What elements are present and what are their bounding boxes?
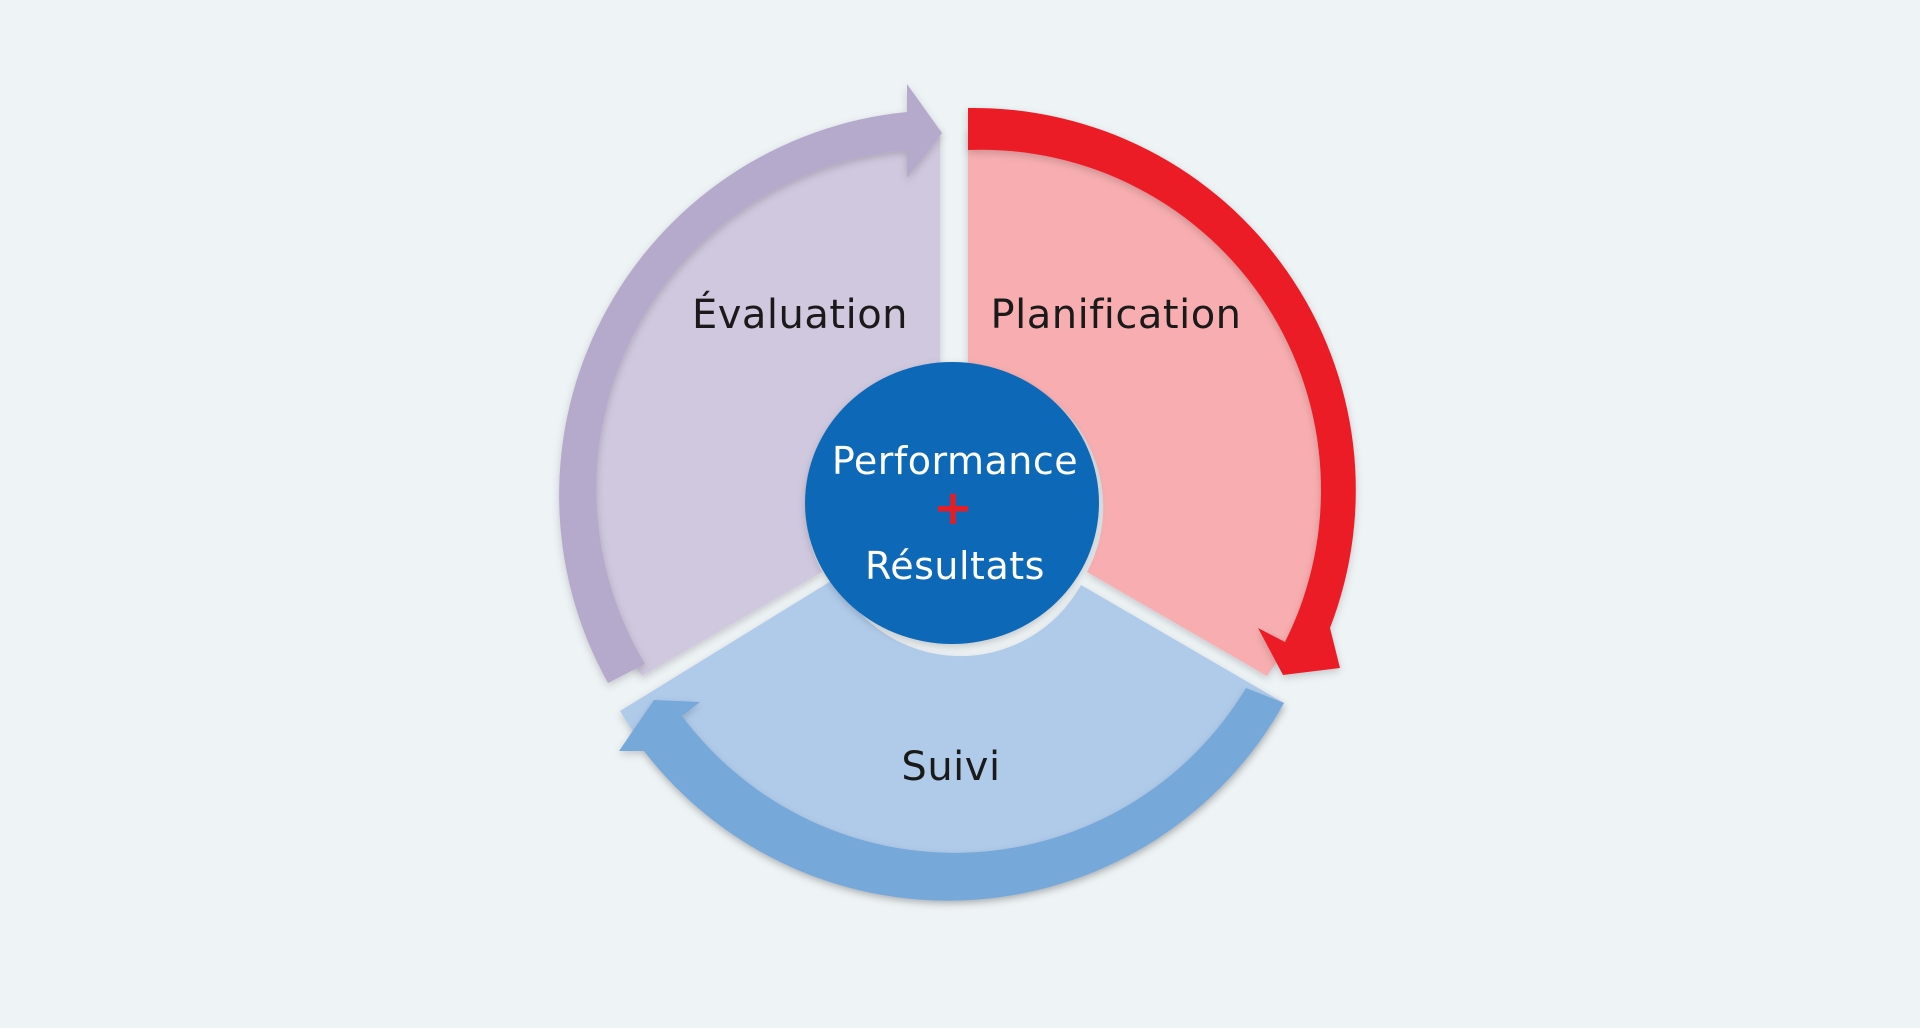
suivi-label: Suivi: [901, 744, 1001, 790]
evaluation-arrow: [559, 84, 942, 683]
evaluation-label: Évaluation: [691, 292, 909, 338]
plus-icon: +: [932, 480, 974, 536]
center-label-performance: Performance: [831, 439, 1079, 483]
center-label-resultats: Résultats: [865, 544, 1045, 588]
suivi-arrow: [619, 688, 1284, 901]
center-circle: [805, 362, 1099, 644]
planification-label: Planification: [990, 292, 1242, 338]
planification-arrow: [968, 107, 1356, 675]
